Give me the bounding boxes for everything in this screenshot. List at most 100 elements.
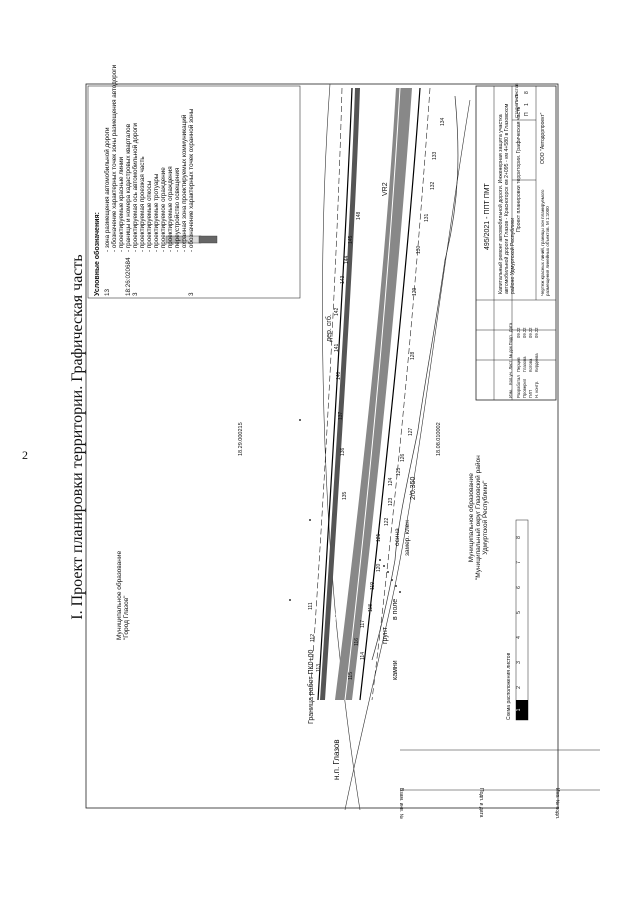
sheet-cell: 8 bbox=[516, 536, 522, 539]
point-number: 118 bbox=[368, 604, 374, 612]
legend-text: - обозначение характерных точек зоны раз… bbox=[111, 64, 118, 252]
point-number: 136 bbox=[340, 447, 346, 456]
header-cell: Лист bbox=[508, 360, 513, 370]
point-number: 121 bbox=[376, 533, 382, 542]
point-number: 113 bbox=[316, 664, 322, 672]
legend-item: - переустройство освещения bbox=[174, 88, 181, 296]
title-block-drawing-subtitle: Чертеж красных линий, границы зон планир… bbox=[540, 189, 550, 296]
legend-text: - проектируемое ограждение bbox=[160, 167, 167, 252]
row-date: 09.22 bbox=[516, 327, 521, 338]
legend-item: - проектируемые красные линии bbox=[118, 88, 125, 296]
title-block-header: Изм. Кол.уч. Лист № док Подп. Дата bbox=[508, 322, 513, 398]
title-block-sheets: 8 bbox=[524, 91, 530, 94]
row-role: Проверил bbox=[522, 378, 527, 398]
point-number: 114 bbox=[360, 652, 366, 660]
point-number: 130 bbox=[416, 245, 422, 254]
point-number: 133 bbox=[432, 151, 438, 160]
point-number: 125 bbox=[396, 467, 402, 476]
drainage-label: дер. сгб. bbox=[326, 314, 333, 342]
title-block-sheets-label: Листов bbox=[514, 83, 519, 98]
legend-symbol: 3 bbox=[188, 292, 195, 296]
work-boundary-label: Граница работ ПК0+00 bbox=[308, 649, 315, 724]
municipality-left: Муниципальное образование "Город Глазов" bbox=[116, 551, 130, 640]
legend-text: - обозначение характерных точек охранной… bbox=[188, 108, 195, 252]
row-date: 09.22 bbox=[528, 327, 533, 338]
title-block-stage: П bbox=[524, 112, 530, 116]
point-number: 145 bbox=[348, 235, 354, 244]
row-name: Перцев bbox=[516, 357, 521, 372]
field-label: в поле bbox=[392, 598, 399, 620]
row-role: Н. контр. bbox=[534, 380, 539, 398]
point-number: 115 bbox=[348, 672, 354, 680]
legend-item: - проектируемое ограждение bbox=[160, 88, 167, 296]
title-block-company: ООО "Автодорпроект" bbox=[540, 112, 546, 164]
legend-text: - проектируемая ось автомобильной дороги bbox=[132, 123, 139, 252]
header-cell: Изм. bbox=[508, 389, 513, 398]
municipality-right-line-1: Муниципальное образование bbox=[468, 473, 475, 563]
point-number: 112 bbox=[310, 634, 316, 642]
coordinate-label: 18.29.000215 bbox=[238, 422, 244, 456]
legend-text: - проектируемая проезжая часть bbox=[139, 156, 146, 252]
side-stamp: Подп. и дата bbox=[478, 788, 484, 818]
legend-item: - проектируемые ограждения bbox=[167, 88, 174, 296]
legend-symbol: 3 bbox=[132, 292, 139, 296]
sheet-layout-grid: 12345678 bbox=[516, 525, 522, 720]
clen-label: замер. клен bbox=[404, 520, 411, 556]
legend-item: - охранная зона проектируемых коммуникац… bbox=[181, 88, 188, 296]
municipality-right: Муниципальное образование "Муниципальный… bbox=[468, 455, 489, 580]
stones-label: камни bbox=[392, 660, 399, 680]
point-number: 117 bbox=[360, 620, 366, 628]
sheet-cell: 2 bbox=[516, 686, 522, 689]
municipality-right-line-3: Удмуртской Республики" bbox=[482, 480, 489, 555]
legend-text: - проектируемые тротуары bbox=[153, 173, 160, 252]
header-cell: Дата bbox=[508, 322, 513, 333]
point-number: 144 bbox=[344, 255, 350, 264]
legend-text: - границы и номера кадастровых кварталов bbox=[125, 123, 132, 252]
title-block-object-name: Капитальный ремонт автомобильной дороги.… bbox=[498, 103, 516, 294]
title-block-row: РазработалПерцев09.22 bbox=[516, 328, 521, 398]
title-block-stage-label: Стадия bbox=[514, 102, 519, 118]
ground-label: грунт bbox=[382, 627, 389, 644]
row-name: Котова bbox=[528, 358, 533, 372]
point-number: 142 bbox=[334, 307, 340, 316]
title-block-code: 495/2021 - ППТ ПМТ bbox=[484, 183, 491, 250]
sheet-cell: 6 bbox=[516, 586, 522, 589]
point-number: 143 bbox=[340, 275, 346, 284]
side-stamp: Инв. № подл. bbox=[554, 788, 560, 820]
point-number: 119 bbox=[370, 582, 376, 590]
legend-item: 18:26:020684 - границы и номера кадастров… bbox=[125, 88, 132, 296]
header-cell: Кол.уч. bbox=[508, 371, 513, 385]
legend-item: - проектируемая проезжая часть bbox=[139, 88, 146, 296]
point-number: 135 bbox=[342, 491, 348, 500]
point-number: 122 bbox=[384, 517, 390, 526]
point-number: 124 bbox=[388, 477, 394, 486]
row-date: 09.22 bbox=[522, 327, 527, 338]
row-name: Глазова bbox=[522, 356, 527, 372]
point-number: 129 bbox=[412, 287, 418, 296]
legend-text: - проектируемые откосы bbox=[146, 180, 153, 252]
road-label: VR2 bbox=[382, 182, 389, 196]
sheet-cell: 4 bbox=[516, 636, 522, 639]
sheet-cell: 7 bbox=[516, 561, 522, 564]
point-number: 137 bbox=[338, 411, 344, 420]
point-number: 140 bbox=[336, 371, 342, 380]
point-number: 127 bbox=[408, 427, 414, 436]
point-number: 120 bbox=[376, 563, 382, 572]
legend-symbol: 18:26:020684 bbox=[125, 257, 132, 296]
municipality-left-name: "Город Глазов" bbox=[123, 595, 130, 640]
legend-item: - проектируемые откосы bbox=[146, 88, 153, 296]
point-number: 134 bbox=[440, 117, 446, 126]
settlement-label: н.п. Глазов bbox=[332, 739, 341, 780]
legend-item: - обозначение характерных точек зоны раз… bbox=[111, 65, 118, 296]
header-cell: Подп. bbox=[508, 334, 513, 346]
legend-text: - зона размещения автомобильной дороги bbox=[104, 127, 111, 253]
title-block-row: Н. контр.Кирдеева09.22 bbox=[534, 328, 539, 398]
side-stamp: Взам. инв. № bbox=[398, 788, 404, 819]
legend-item: 3 - обозначение характерных точек охранно… bbox=[188, 88, 195, 296]
legend-title: Условные обозначения: bbox=[94, 212, 101, 296]
legend-item: 3 - проектируемая ось автомобильной дорог… bbox=[132, 88, 139, 296]
legend-symbol: 13 bbox=[104, 288, 111, 296]
sheet-cell: 3 bbox=[516, 661, 522, 664]
row-role: ГИП bbox=[528, 389, 533, 398]
